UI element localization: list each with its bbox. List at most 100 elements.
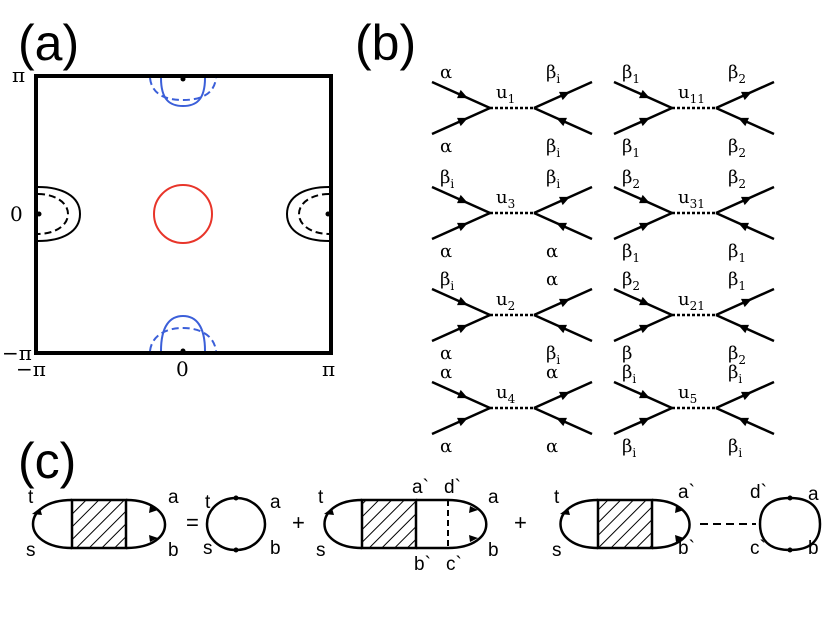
label-b: b (168, 540, 179, 561)
arrow-icon (556, 417, 568, 427)
arrow-icon (638, 117, 650, 127)
equals-sign: = (186, 510, 199, 535)
ladder-correction-term: t s a` d` b` c` a b (316, 477, 499, 575)
leg-label-bottom-right: βi (546, 343, 560, 367)
leg-label-top-right: β2 (728, 62, 746, 86)
y-tick-top: π (12, 63, 25, 87)
x-tick-right: π (322, 357, 335, 381)
label-b-prime: b` (678, 538, 695, 559)
arrow-icon (638, 194, 650, 204)
leg-label-bottom-right: β2 (728, 343, 746, 367)
label-b: b (270, 538, 281, 559)
bare-bubble-term: t s a b (203, 492, 281, 559)
leg-label-top-right: α (546, 362, 558, 383)
arrow-icon (638, 222, 650, 232)
panel-a: (a) π 0 −π −π 0 π (2, 15, 335, 381)
x-tick-mid: 0 (176, 357, 189, 381)
arrow-icon (456, 296, 468, 306)
label-s: s (316, 540, 326, 561)
leg-label-top-right: α (546, 269, 558, 290)
label-b: b (808, 538, 819, 559)
panel-b: (b) u1ααβiβiu11β1β1β2β2u3βiαβiαu31β2β1β2… (355, 15, 775, 460)
fermi-pocket-left-black (36, 186, 82, 242)
y-tick-mid: 0 (10, 202, 23, 226)
x-tick-left: −π (16, 357, 46, 381)
full-bubble-term: t s a b (26, 487, 179, 561)
fermi-pocket-top-blue (149, 76, 217, 108)
arrow-icon (32, 508, 42, 515)
panel-a-label: (a) (18, 15, 79, 71)
arrow-icon (456, 117, 468, 127)
plus-sign: + (292, 510, 305, 535)
leg-label-bottom-right: β2 (728, 136, 746, 160)
label-s: s (203, 538, 213, 559)
label-b: b (488, 540, 499, 561)
arrow-icon (456, 222, 468, 232)
leg-label-top-right: βi (546, 62, 560, 86)
leg-label-bottom-left: α (440, 136, 452, 157)
leg-label-bottom-left: β1 (622, 241, 640, 265)
arrow-icon (456, 389, 468, 399)
coupling-label: u2 (496, 289, 515, 313)
arrow-icon (675, 535, 684, 542)
label-s: s (26, 540, 36, 561)
arrow-icon (324, 508, 334, 515)
y-tick-bottom: −π (2, 341, 32, 365)
leg-label-bottom-left: βi (622, 436, 636, 460)
leg-label-bottom-right: βi (546, 136, 560, 160)
arrow-icon (456, 89, 468, 99)
plus-sign: + (514, 510, 527, 535)
leg-label-bottom-left: β1 (622, 136, 640, 160)
interaction-vertex: u2 βi α α βi (431, 269, 593, 367)
label-d-prime: d` (750, 482, 767, 503)
coupling-label: u3 (496, 187, 515, 211)
arrow-icon (556, 324, 568, 334)
interaction-vertex-grid: u1ααβiβiu11β1β1β2β2u3βiαβiαu31β2β1β2β1u2… (431, 62, 775, 460)
coupling-label: u31 (678, 187, 705, 211)
leg-label-top-right: β1 (728, 269, 746, 293)
arrow-icon (558, 91, 570, 101)
arrow-icon (638, 389, 650, 399)
arrow-icon (740, 391, 752, 401)
label-s: s (552, 540, 562, 561)
leg-label-top-left: βi (440, 269, 454, 293)
hatched-vertex-box (596, 498, 654, 550)
leg-label-bottom-left: α (440, 343, 452, 364)
fermi-pocket-center-red (153, 184, 213, 244)
arrow-icon (638, 417, 650, 427)
label-a: a (168, 487, 179, 508)
arrow-icon (738, 222, 750, 232)
leg-label-bottom-left: α (440, 436, 452, 457)
leg-label-bottom-right: α (546, 436, 558, 457)
label-t: t (205, 492, 211, 513)
coupling-label: u5 (678, 382, 697, 406)
leg-label-bottom-left: α (440, 241, 452, 262)
leg-label-top-left: β2 (622, 269, 640, 293)
arrow-icon (558, 391, 570, 401)
hatched-vertex-box (360, 498, 418, 550)
arrow-icon (469, 506, 478, 513)
panel-c: (c) t s a b = t s a b + (18, 433, 822, 575)
leg-label-bottom-right: β1 (728, 241, 746, 265)
arrow-icon (456, 194, 468, 204)
leg-label-bottom-right: βi (728, 436, 742, 460)
label-t: t (28, 487, 34, 508)
label-d-prime: d` (444, 477, 461, 498)
leg-label-top-left: βi (622, 362, 636, 386)
arrow-icon (558, 196, 570, 206)
arrow-icon (675, 506, 684, 513)
arrow-icon (738, 324, 750, 334)
arrow-icon (456, 417, 468, 427)
leg-label-top-right: β2 (728, 167, 746, 191)
arrow-icon (638, 296, 650, 306)
arrow-icon (556, 117, 568, 127)
arrow-icon (638, 324, 650, 334)
arrow-icon (558, 298, 570, 308)
panel-c-label: (c) (18, 433, 76, 489)
label-b-prime: b` (414, 554, 431, 575)
